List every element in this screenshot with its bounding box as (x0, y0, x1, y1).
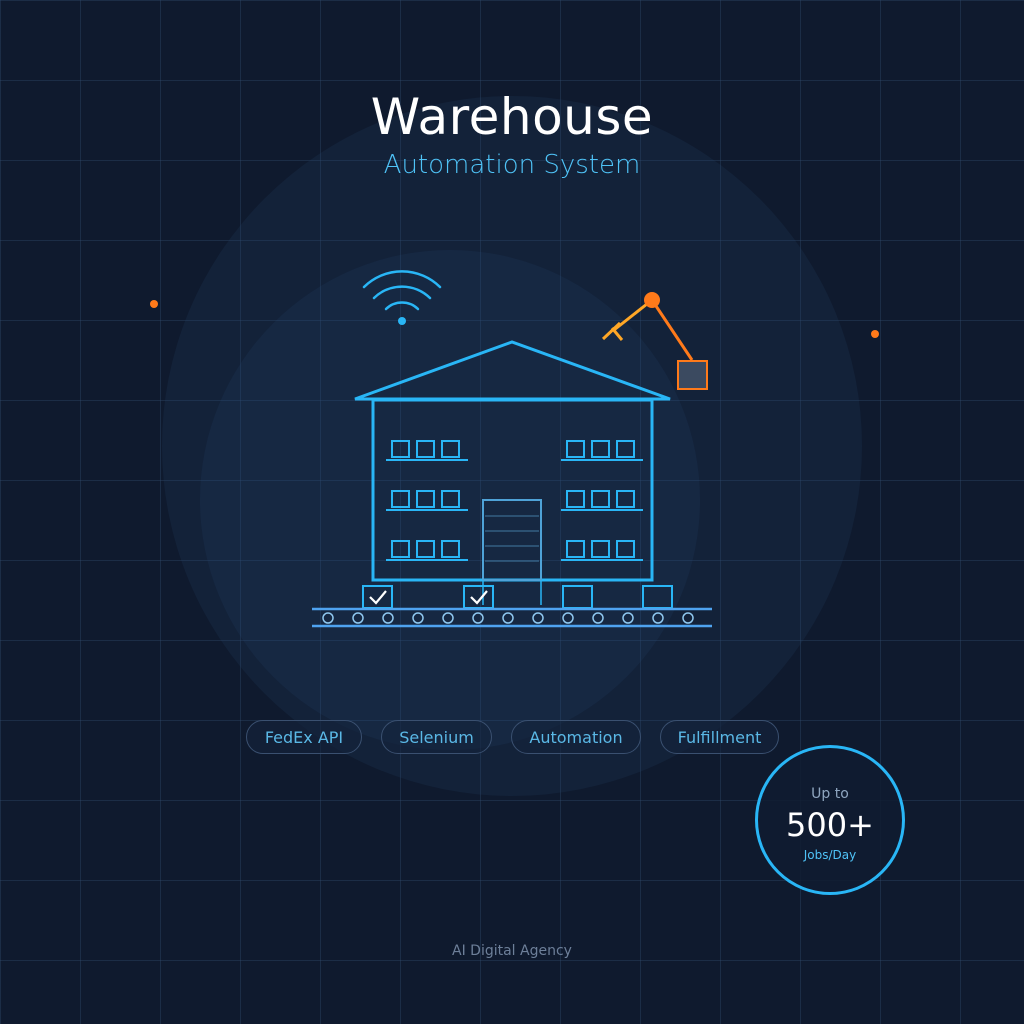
tag-fulfillment: Fulfillment (660, 720, 779, 754)
wifi-dot (398, 317, 406, 325)
window-group-left (386, 440, 468, 561)
warehouse-illustration (354, 340, 671, 605)
accent-dot-left (150, 300, 158, 308)
wifi-icon (362, 270, 442, 311)
warehouse-body (371, 398, 654, 582)
robotic-arm-icon (601, 292, 708, 390)
page-title: Warehouse (370, 88, 654, 146)
checkmark-icon (369, 590, 387, 605)
conveyor-boxes (362, 585, 673, 609)
stat-prefix: Up to (811, 786, 849, 802)
tag-fedex-api: FedEx API (246, 720, 362, 754)
box-checked-1 (362, 585, 393, 609)
stat-value: 500+ (786, 806, 874, 844)
box-4 (642, 585, 673, 609)
warehouse-roof (354, 340, 671, 401)
box-checked-2 (463, 585, 494, 609)
box-3 (562, 585, 593, 609)
warehouse-door (482, 499, 542, 605)
jobs-per-day-stat: Up to 500+ Jobs/Day (755, 745, 905, 895)
cargo-box (677, 360, 708, 390)
stat-unit: Jobs/Day (803, 848, 857, 862)
tech-tags: FedEx API Selenium Automation Fulfillmen… (246, 720, 786, 760)
tag-automation: Automation (511, 720, 641, 754)
conveyor-belt (312, 607, 712, 628)
footer-brand: AI Digital Agency (452, 943, 572, 959)
checkmark-icon (470, 590, 488, 605)
page-subtitle: Automation System (383, 150, 641, 180)
window-group-right (561, 440, 643, 561)
accent-dot-right (871, 330, 879, 338)
background-glow-outer (162, 96, 862, 796)
tag-selenium: Selenium (381, 720, 492, 754)
